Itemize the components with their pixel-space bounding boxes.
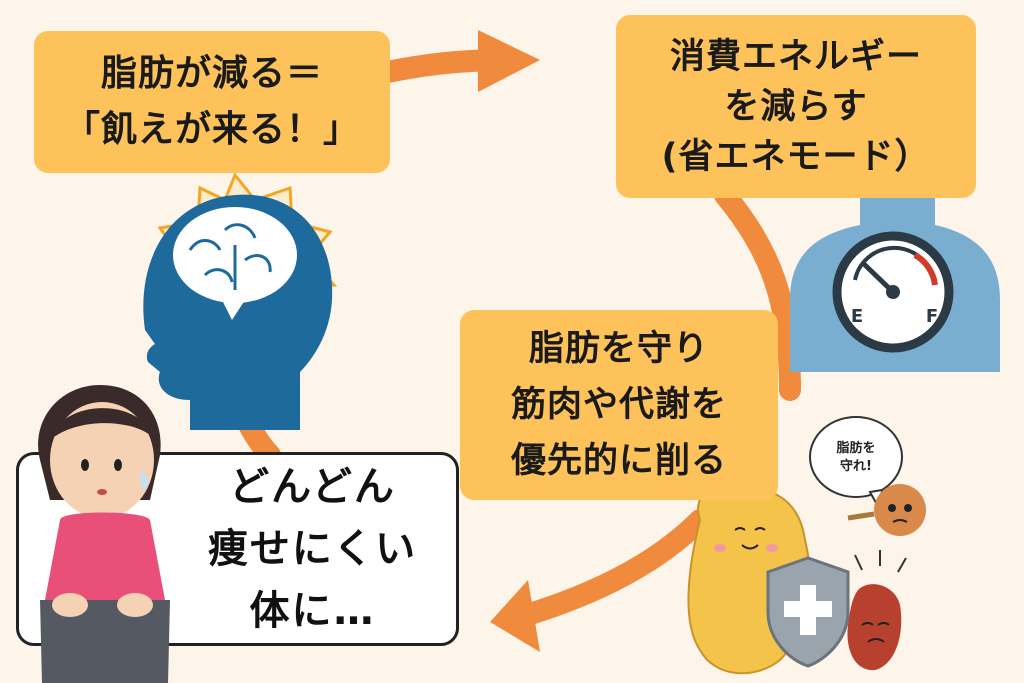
speech-bubble-line1: 脂肪を	[835, 440, 875, 456]
result-line1: どんどん	[229, 464, 396, 510]
fat-decrease-box: 脂肪が減る＝ 「飢えが来る！」	[34, 31, 390, 173]
fat-decrease-line2: 「飢えが来る！」	[63, 109, 360, 150]
arrow-top-head	[478, 30, 540, 92]
fat-decrease-line1: 脂肪が減る＝	[100, 53, 323, 94]
arrow-right	[714, 184, 801, 401]
arrow-bottom	[499, 509, 711, 631]
speech-bubble-line2: 守れ!	[840, 458, 872, 474]
arrow-bottom-head	[490, 580, 540, 652]
energy-reduce-line2: を減らす	[724, 86, 868, 127]
torso-fuel-gauge-icon	[790, 185, 1000, 372]
small-muscle-character-icon	[847, 484, 926, 536]
muscle-character-icon	[847, 550, 907, 671]
protect-fat-line3: 優先的に削る	[510, 441, 727, 481]
protect-fat-line2: 筋肉や代謝を	[510, 385, 727, 425]
energy-reduce-line1: 消費エネルギー	[669, 36, 922, 77]
result-line2: 痩せにくい	[207, 526, 418, 572]
protect-fat-line1: 脂肪を守り	[528, 329, 709, 369]
gauge-empty-label: E	[851, 306, 863, 327]
fat-character-shield-icon	[687, 482, 850, 675]
energy-reduce-box: 消費エネルギー を減らす (省エネモード）	[616, 15, 976, 198]
gauge-full-label: F	[926, 306, 938, 327]
result-box: どんどん 痩せにくい 体に…	[16, 452, 459, 646]
energy-reduce-line3: (省エネモード）	[661, 136, 931, 177]
result-line3: 体に…	[249, 588, 376, 634]
brain-head-icon	[143, 194, 333, 430]
protect-fat-box: 脂肪を守り 筋肉や代謝を 優先的に削る	[460, 310, 778, 500]
